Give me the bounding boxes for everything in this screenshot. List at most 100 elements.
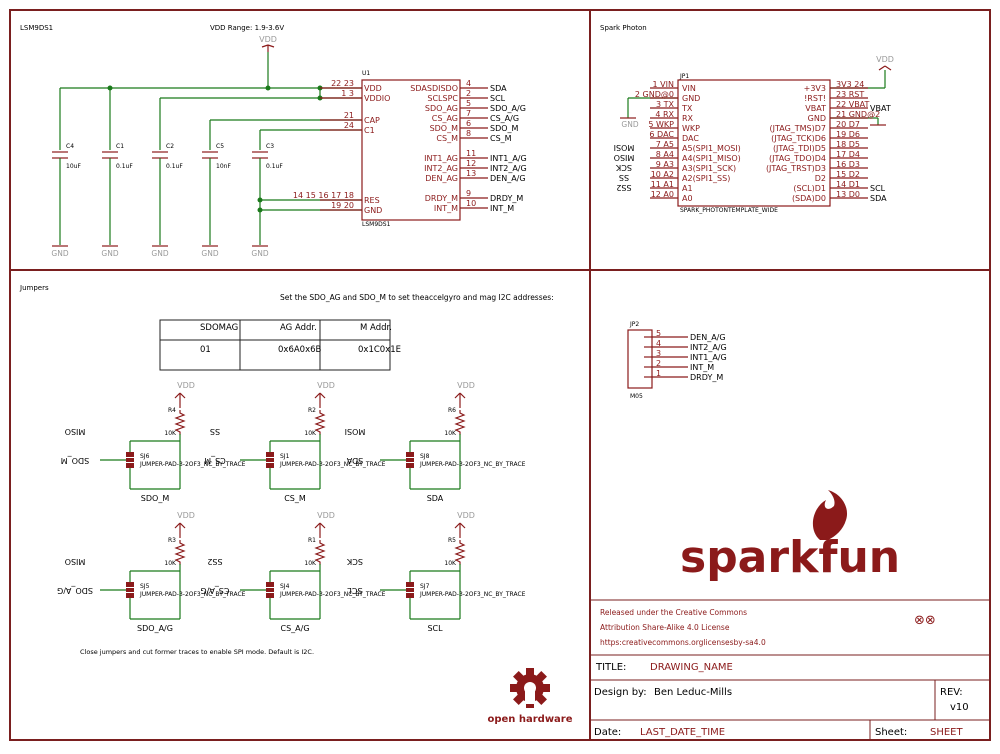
jumper-pad <box>406 458 414 462</box>
jumper-pad <box>126 452 134 457</box>
resistor-ref: R2 <box>308 407 316 414</box>
jumper-pad <box>126 458 134 462</box>
jumper-pad <box>406 588 414 592</box>
resistor-value: 10K <box>164 430 177 437</box>
resistor-r3 <box>174 540 186 565</box>
jp1-pin-name: (SCL)D1 <box>793 184 826 193</box>
u1-net-label: INT1_A/G <box>490 154 527 163</box>
resistor-r6 <box>454 410 466 435</box>
vdd-label-u1: VDD <box>259 35 277 44</box>
u1-pin-name: VDD <box>364 84 382 93</box>
drawing-title: DRAWING_NAME <box>650 662 733 673</box>
u1-net-label: SCL <box>490 94 506 103</box>
jp1-pin-number: 15 D2 <box>836 170 860 179</box>
cap-ref: C1 <box>116 143 124 150</box>
jumper-mid-net: CS_A/G <box>200 586 229 595</box>
u1-pin-number: 10 <box>466 199 476 208</box>
jp1-pin-number: 10 A2 <box>651 170 674 179</box>
u1-pin-number: 24 <box>344 121 354 130</box>
u1-pin-number: 14 15 16 17 18 <box>293 191 354 200</box>
jumper-pad <box>266 593 274 598</box>
table-cell-m-addr: 0x1C0x1E <box>358 345 401 355</box>
jp2-net-label: INT1_A/G <box>690 353 727 362</box>
jp1-net-label: VBAT <box>870 104 891 113</box>
jp1-pin-number: 11 A1 <box>651 180 674 189</box>
cap-value: 0.1uF <box>166 163 183 170</box>
jumper-sj1: VDDR210KSJ1JUMPER-PAD-3-2OF3_NC_BY_TRACE… <box>204 381 386 503</box>
jumper-sj4: VDDR110KSJ4JUMPER-PAD-3-2OF3_NC_BY_TRACE… <box>200 511 385 633</box>
sheet-label: Sheet: <box>875 727 907 738</box>
u1-pin-name: INT1_AG <box>424 154 458 163</box>
jumper-ref: SJ1 <box>280 453 290 460</box>
jumper-part: JUMPER-PAD-3-2OF3_NC_BY_TRACE <box>419 591 526 598</box>
jp1-pin-name: TX <box>681 104 693 113</box>
u1-net-label: SDA <box>490 84 507 93</box>
u1-net-label: SDO_A/G <box>490 104 526 113</box>
jp1-net-label: SCK <box>615 163 632 172</box>
u1-pin-number: 8 <box>466 129 471 138</box>
jp1-pin-name: A3(SPI1_SCK) <box>682 164 736 173</box>
lsm9ds1-power-wiring: VDD <box>59 35 362 245</box>
jp1-net-label: MISO <box>614 153 635 162</box>
capacitor-c3: C3 0.1uF <box>252 143 283 170</box>
jp1-net-label: SCL <box>870 184 886 193</box>
capacitor-c2: C2 0.1uF <box>152 143 183 245</box>
cap-value: 0.1uF <box>116 163 133 170</box>
gnd-symbols-lsm9ds1: GND GND GND GND GND <box>51 245 269 258</box>
jumper-part: JUMPER-PAD-3-2OF3_NC_BY_TRACE <box>139 591 246 598</box>
jp1-pin-name: RX <box>682 114 694 123</box>
table-cell-ag-addr: 0x6A0x6B <box>278 345 322 355</box>
section-label-lsm9ds1: LSM9DS1 <box>20 24 53 32</box>
u1-pin-number: 21 <box>344 111 354 120</box>
u1-pin-number: 11 <box>466 149 476 158</box>
jp1-pin-number: 19 D6 <box>836 130 860 139</box>
u1-net-label: DRDY_M <box>490 194 523 203</box>
resistor-ref: R1 <box>308 537 316 544</box>
jumper-top-net: MISO <box>65 427 86 436</box>
address-note: Set the SDO_AG and SDO_M to set theaccel… <box>280 293 554 302</box>
jumper-pad <box>406 452 414 457</box>
jp1-pin-name: A5(SPI1_MOSI) <box>682 144 741 153</box>
jp1-pin-number: 3V3 24 <box>836 80 864 89</box>
jumper-mid-net: SDA <box>346 456 363 465</box>
jp1-net-label: MOSI <box>614 143 635 152</box>
jp1-pin-name: (JTAG_TDI)D5 <box>773 144 826 153</box>
section-label-jumpers: Jumpers <box>19 284 49 292</box>
title-label: TITLE: <box>595 662 626 673</box>
jp1-net-label: SS2 <box>616 183 631 192</box>
jumper-pad <box>406 582 414 587</box>
jp1-pin-number: 20 D7 <box>836 120 860 129</box>
jp1-pin-number: 3 TX <box>656 100 675 109</box>
jp1-pin-name: A1 <box>682 184 693 193</box>
resistor-value: 10K <box>444 560 457 567</box>
sheet-value: SHEET <box>930 727 964 738</box>
cap-value: 0.1uF <box>266 163 283 170</box>
jp1-pin-name: +3V3 <box>804 84 826 93</box>
vdd-label: VDD <box>177 381 195 390</box>
gnd-label: GND <box>201 249 218 258</box>
resistor-r5 <box>454 540 466 565</box>
resistor-value: 10K <box>164 560 177 567</box>
table-cell-sdomag: 01 <box>200 345 211 355</box>
sparkfun-logo: sparkfun <box>680 490 900 583</box>
jp2-net-label: DEN_A/G <box>690 333 726 342</box>
u1-pin-number: 22 23 <box>331 79 354 88</box>
jumper-group: VDDR410KSJ6JUMPER-PAD-3-2OF3_NC_BY_TRACE… <box>57 381 526 633</box>
jp1-pin-number: 8 A4 <box>656 150 674 159</box>
u1-pin-number: 1 3 <box>341 89 354 98</box>
jp1-pin-number: 4 RX <box>655 110 674 119</box>
jumper-top-net: SS2 <box>207 557 222 566</box>
jumper-ref: SJ8 <box>420 453 430 460</box>
vdd-label: VDD <box>177 511 195 520</box>
gnd-label: GND <box>151 249 168 258</box>
jumper-part: JUMPER-PAD-3-2OF3_NC_BY_TRACE <box>139 461 246 468</box>
table-header-sdomag: SDOMAG <box>200 323 238 333</box>
jp1-ref: JP1 <box>679 73 689 80</box>
jp2-ref: JP2 <box>629 321 639 328</box>
u1-ref: U1 <box>362 70 370 77</box>
gnd-label: GND <box>101 249 118 258</box>
jumper-ref: SJ4 <box>280 583 290 590</box>
